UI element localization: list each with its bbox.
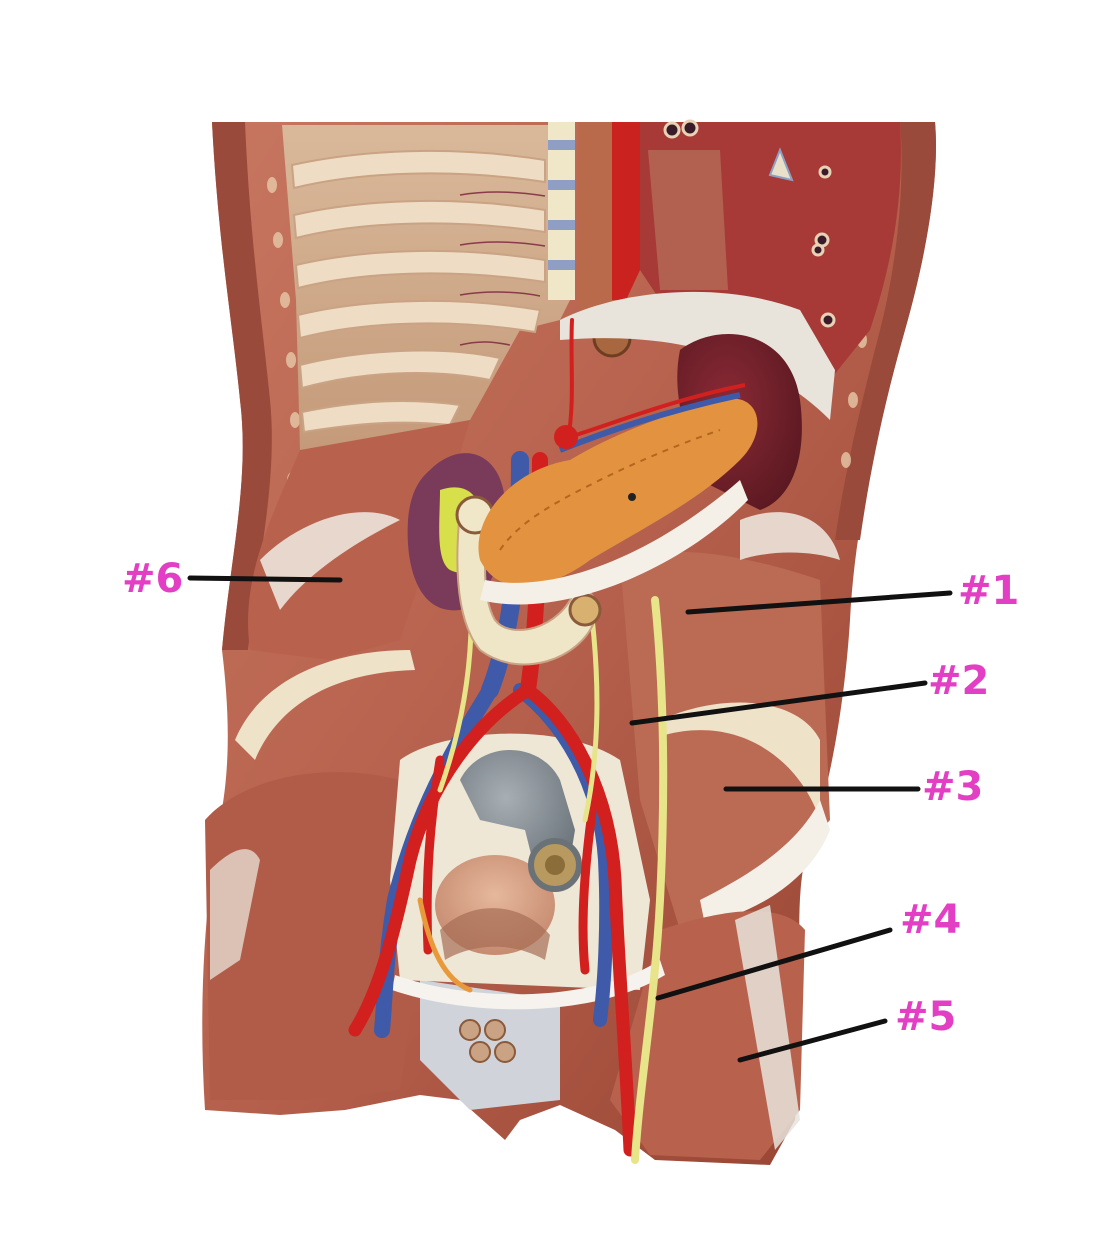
leader-line-1 xyxy=(685,590,953,615)
bronchi xyxy=(663,119,836,328)
callout-label-2: #2 xyxy=(928,658,989,704)
pancreas-white-base xyxy=(480,480,748,605)
bladder-fold xyxy=(440,908,550,960)
callout-label-5: #5 xyxy=(895,994,956,1040)
femoral-nerve xyxy=(631,596,668,1164)
diaphragm xyxy=(560,291,835,420)
gluteal-white-left xyxy=(210,849,260,980)
skin-edge-left xyxy=(212,122,272,650)
internal-iliac-right xyxy=(578,785,600,975)
leader-lines xyxy=(187,575,953,1063)
posterior-abdominal-wall xyxy=(235,420,840,930)
rectum-cut-center xyxy=(545,855,565,875)
thoracic-wall xyxy=(282,122,575,450)
pubic-region xyxy=(420,980,560,1110)
leader-line-6 xyxy=(187,575,343,583)
psoas-region-right xyxy=(620,551,830,930)
thigh-tendon-right xyxy=(735,905,800,1150)
duodenum-cut-lower xyxy=(568,593,602,627)
lung-tip-marker xyxy=(768,147,794,182)
tendon-highlight-right xyxy=(740,512,840,560)
leader-line-2 xyxy=(629,680,928,726)
ovarian-vessel xyxy=(417,897,473,993)
thoracic-aorta xyxy=(612,122,640,300)
inguinal-ligament-right xyxy=(700,800,830,925)
ribs xyxy=(290,149,546,434)
callout-label-6: #6 xyxy=(122,556,183,602)
leader-line-5 xyxy=(737,1018,888,1063)
celiac-trunk xyxy=(554,425,578,449)
pancreas-duodenum xyxy=(455,383,758,666)
iliac-crest-left xyxy=(235,650,415,760)
leader-line-4 xyxy=(655,927,893,1001)
vessels xyxy=(348,318,668,1164)
esophagus xyxy=(578,122,612,320)
vertebral-segments xyxy=(548,140,575,270)
left-common-iliac-artery xyxy=(348,683,535,1037)
callout-labels: #1 #2 #3 #4 #5 #6 xyxy=(122,556,1019,1040)
callout-label-3: #3 xyxy=(922,764,983,810)
right-common-iliac-artery xyxy=(521,683,637,1157)
callout-label-1: #1 xyxy=(958,568,1019,614)
ureter-right xyxy=(582,597,600,823)
splenic-vein xyxy=(558,392,741,453)
lung-tissue xyxy=(648,150,728,290)
pancreas-lobules xyxy=(499,429,721,551)
pancreas-body xyxy=(478,398,758,587)
splenic-artery xyxy=(559,383,746,442)
iliac-crest-right xyxy=(660,702,820,820)
skin-edge-right xyxy=(835,122,936,540)
thoracic-cut-right xyxy=(640,119,901,380)
callout-label-4: #4 xyxy=(900,897,961,943)
sacral-cuts xyxy=(459,1019,516,1063)
intercostal-vessels xyxy=(459,191,546,346)
spine-strip xyxy=(548,122,575,300)
pancreatic-duct-opening xyxy=(628,493,636,501)
tendon-highlight-left xyxy=(260,512,400,610)
